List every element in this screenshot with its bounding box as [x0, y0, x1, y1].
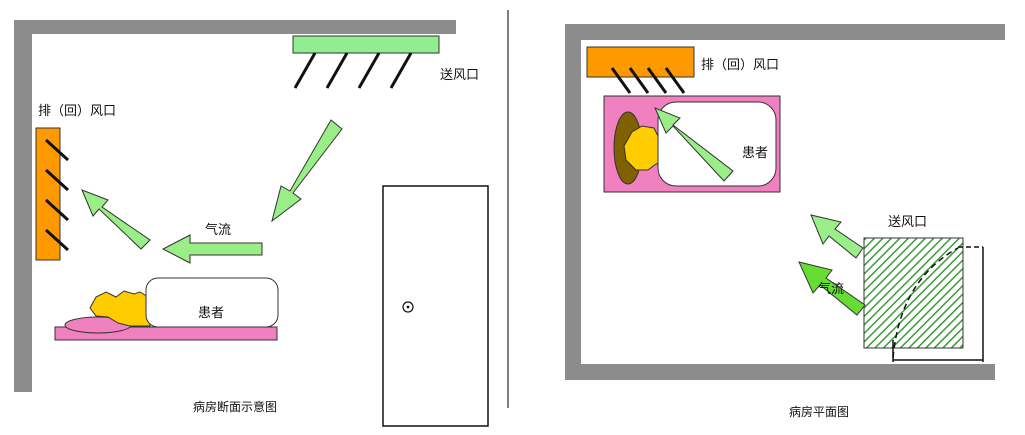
airflow-arrow-down: [271, 119, 343, 223]
door-swing: [892, 246, 984, 362]
plan-view-panel: 排（回）风口 患者 送风口 气流 病房平面图: [565, 24, 1005, 419]
door: [382, 185, 489, 427]
exhaust-vent-label: 排（回）风口: [38, 104, 116, 119]
airflow-arrow-horizontal: [161, 234, 263, 264]
airflow-arrow-to-exhaust: [81, 189, 151, 250]
airflow-label: 气流: [205, 222, 231, 238]
supply-vent: [292, 35, 440, 89]
patient-head: [89, 290, 151, 327]
plan-airflow-arrow-upper: [810, 214, 864, 259]
plan-patient-label: 患者: [742, 146, 768, 161]
plan-patient-bed: 患者: [603, 95, 781, 193]
plan-bottom-wall: [565, 364, 995, 380]
plan-left-wall: [565, 24, 581, 380]
patient-label: 患者: [198, 306, 224, 321]
plan-airflow-arrow-to-exhaust: [654, 107, 734, 182]
ceiling: [14, 20, 456, 34]
section-view-panel: 送风口 排（回）风口 气流 患者 病房断面示意图: [14, 20, 489, 427]
exhaust-vent: [35, 127, 70, 261]
plan-exhaust-label: 排（回）风口: [701, 58, 779, 73]
left-wall: [14, 20, 32, 392]
plan-supply-vent: [863, 237, 964, 349]
plan-top-wall: [565, 24, 1005, 40]
patient-bed: 患者: [54, 277, 279, 341]
plan-airflow-label: 气流: [818, 281, 844, 297]
plan-supply-label: 送风口: [888, 215, 927, 230]
plan-airflow-arrow-lower: [798, 261, 866, 316]
plan-caption: 病房平面图: [789, 404, 849, 419]
plan-patient-body: [657, 101, 777, 187]
patient-body: [145, 277, 279, 328]
supply-vent-label: 送风口: [440, 68, 479, 83]
section-caption: 病房断面示意图: [193, 399, 277, 414]
plan-exhaust-vent: [586, 46, 695, 94]
